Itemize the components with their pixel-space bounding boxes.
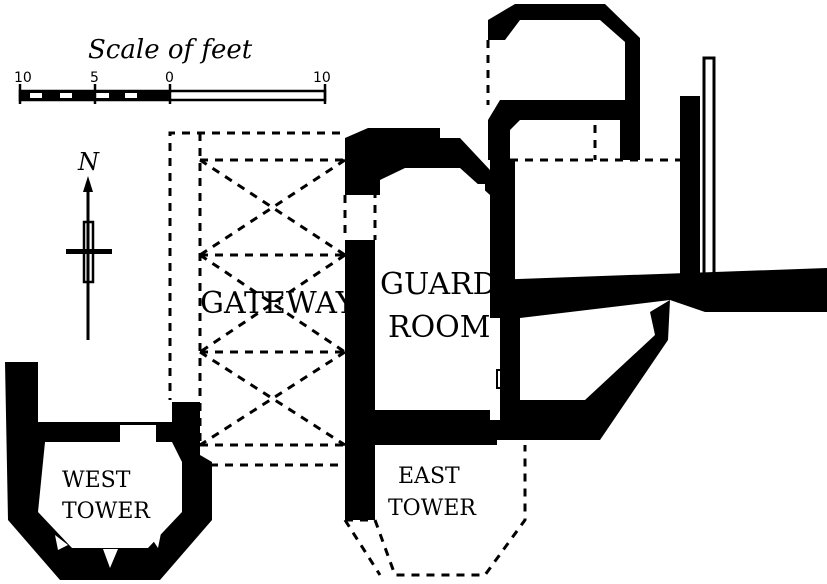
- north-arrow: N: [66, 148, 112, 340]
- south-east-room-walls: [490, 300, 670, 440]
- scale-tick-label: 5: [90, 70, 99, 86]
- cross-body-icon: [82, 220, 95, 284]
- west-tower: [5, 362, 212, 580]
- loophole-icon: [55, 535, 68, 550]
- guard-room-walls: [345, 128, 497, 445]
- arrow-head-icon: [83, 176, 93, 192]
- north-east-range: [486, 4, 827, 440]
- scale-bar-gap: [95, 93, 109, 98]
- guard-room-label-line1: GUARD: [380, 267, 497, 302]
- east-tower: [343, 445, 527, 577]
- west-tower-window: [120, 425, 156, 442]
- east-outer-wall: [680, 96, 700, 276]
- east-tower-label-line1: EAST: [398, 464, 460, 489]
- east-outer-thin-wall: [702, 56, 716, 278]
- east-tower-label-line2: TOWER: [388, 496, 477, 521]
- gateway-outline: [168, 131, 340, 400]
- west-tower-walls: [5, 362, 212, 580]
- north-letter: N: [77, 148, 100, 176]
- scale-title: Scale of feet: [88, 35, 253, 65]
- scale-tick-label: 10: [14, 70, 32, 86]
- loophole-icon: [150, 528, 162, 548]
- scale-tick-label: 10: [313, 70, 331, 86]
- vault-diagonal: [199, 350, 346, 447]
- loophole-icon: [103, 549, 118, 568]
- guard-room: [343, 128, 510, 520]
- guard-room-interior: [380, 184, 485, 410]
- east-tower-outline: [373, 445, 527, 577]
- guard-room-label-line2: ROOM: [388, 310, 491, 345]
- scale-tick-label: 0: [165, 70, 174, 86]
- scale-bar-gap: [30, 93, 42, 98]
- east-tower-line: [343, 519, 382, 576]
- north-tower-walls: [488, 4, 640, 160]
- gateway-label: GATEWAY: [200, 286, 357, 321]
- scale-bar-gap: [60, 93, 72, 98]
- dividing-wall: [345, 240, 375, 520]
- vault-diagonal: [199, 158, 346, 257]
- east-cross-wall: [490, 268, 827, 318]
- west-tower-label-line1: WEST: [62, 468, 131, 493]
- east-range-wall: [490, 160, 515, 300]
- west-tower-label-line2: TOWER: [62, 499, 151, 524]
- gateway-vault: [168, 131, 346, 467]
- vault-diagonal: [199, 158, 346, 257]
- cross-bar-icon: [66, 249, 112, 254]
- scale-bar: Scale of feet 10 5 0 10: [14, 35, 331, 104]
- scale-bar-gap: [125, 93, 137, 98]
- vault-diagonal: [199, 350, 346, 447]
